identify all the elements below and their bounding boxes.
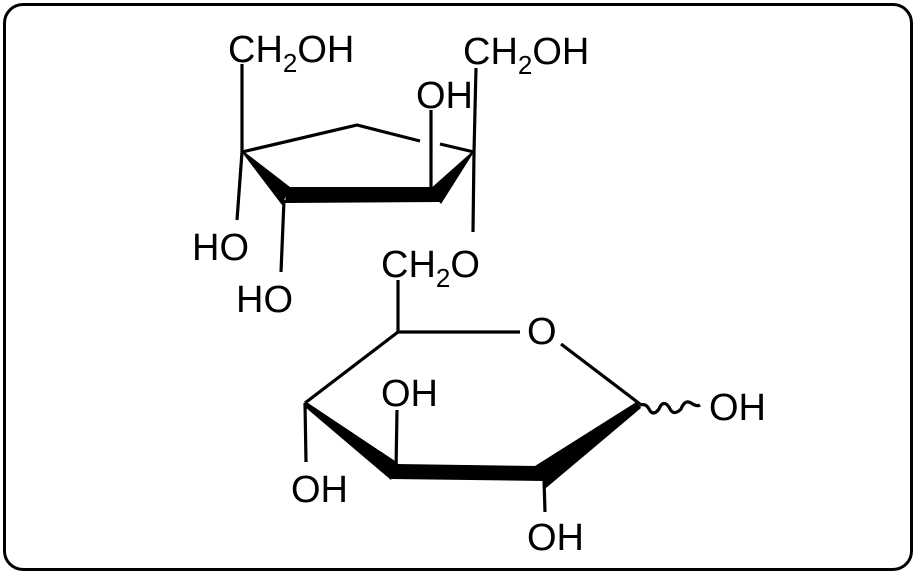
furanose-back-bond-right <box>439 142 475 154</box>
label-oh-c2: OH <box>527 517 584 559</box>
bond-ho-left <box>235 151 244 221</box>
label-oh-anomeric: OH <box>709 387 766 429</box>
furanose-wedge-left <box>242 150 290 205</box>
label-ch2oh-left: CH2OH <box>228 29 354 78</box>
bond-ch2oh-right-up <box>472 67 478 153</box>
pyranose-bold-front <box>391 464 545 481</box>
bond-glycosidic-down <box>471 151 476 233</box>
bond-anomeric-wavy <box>639 400 701 415</box>
label-oh-c3: OH <box>381 373 438 415</box>
label-oh-top: OH <box>416 75 473 117</box>
pyranose-wedge-right <box>535 401 641 488</box>
label-ho-left: HO <box>192 227 249 269</box>
pyranose-ring <box>303 280 701 513</box>
label-oh-c4: OH <box>291 469 348 511</box>
pyranose-wedge-left <box>305 401 398 480</box>
bond-oh-c3 <box>394 409 399 471</box>
bond-ho-lower <box>279 199 286 273</box>
bond-oh-c4 <box>303 402 308 463</box>
furanose-bold-front <box>285 187 440 203</box>
bond-ring-o-c1 <box>560 342 641 406</box>
label-ch2oh-right: CH2OH <box>463 31 589 80</box>
furanose-ring <box>235 64 478 273</box>
label-ch2o-linkage: CH2O <box>381 244 480 293</box>
furanose-back-bond <box>241 123 421 154</box>
label-ho-lower: HO <box>236 279 293 321</box>
bond-oh-c2 <box>542 479 547 513</box>
furanose-wedge-right <box>429 150 474 204</box>
label-ring-o: O <box>527 311 557 353</box>
bond-c5-c4 <box>304 330 399 405</box>
